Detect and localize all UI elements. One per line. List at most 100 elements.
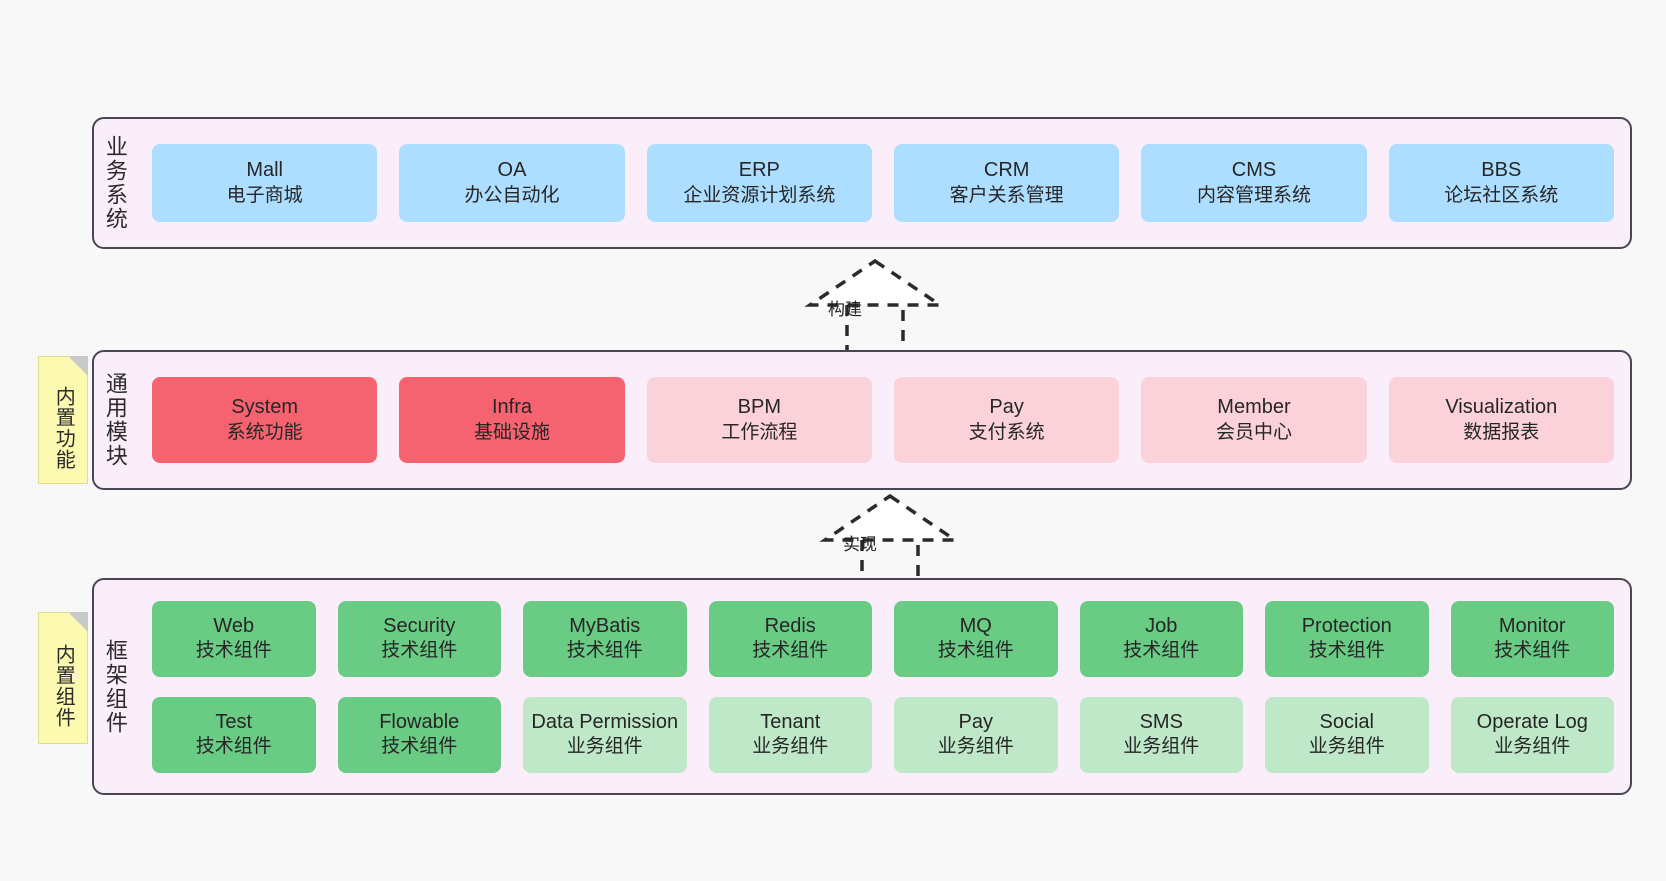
- card-subtitle: 电子商城: [226, 184, 303, 206]
- connector-implement: 实现: [810, 490, 970, 595]
- card-title: Protection: [1301, 614, 1392, 637]
- card-subtitle: 技术组件: [752, 640, 829, 662]
- card-title: Visualization: [1445, 396, 1558, 419]
- card-title: Security: [383, 614, 456, 637]
- card-subtitle: 技术组件: [381, 640, 458, 662]
- card-subtitle: 技术组件: [195, 736, 272, 758]
- card-flowable[interactable]: Flowable 技术组件: [337, 696, 501, 773]
- card-title: CMS: [1231, 159, 1277, 182]
- section-common-modules: 通用模块 System 系统功能 Infra 基础设施 BPM 工作流程 Pay…: [92, 350, 1632, 490]
- card-visualization[interactable]: Visualization 数据报表: [1388, 377, 1614, 463]
- card-operate-log[interactable]: Operate Log 业务组件: [1450, 696, 1614, 773]
- card-subtitle: 业务组件: [566, 736, 643, 758]
- card-title: ERP: [738, 159, 780, 182]
- card-erp[interactable]: ERP 企业资源计划系统: [646, 144, 872, 222]
- section-label-framework-components: 框架组件: [102, 638, 128, 735]
- note-builtin-components: 内置组件: [38, 612, 88, 744]
- card-mall[interactable]: Mall 电子商城: [152, 144, 378, 222]
- card-social[interactable]: Social 业务组件: [1265, 696, 1429, 773]
- card-subtitle: 技术组件: [195, 640, 272, 662]
- card-crm[interactable]: CRM 客户关系管理: [893, 144, 1120, 222]
- section-label-common-modules: 通用模块: [102, 372, 128, 468]
- card-subtitle: 办公自动化: [464, 184, 560, 206]
- card-title: Pay: [989, 396, 1024, 419]
- card-title: Flowable: [379, 710, 460, 733]
- card-subtitle: 业务组件: [752, 736, 829, 758]
- card-subtitle: 业务组件: [937, 736, 1014, 758]
- card-job[interactable]: Job 技术组件: [1079, 600, 1243, 677]
- card-title: Monitor: [1498, 614, 1566, 637]
- connector-build-label: 构建: [828, 300, 862, 319]
- card-subtitle: 支付系统: [968, 421, 1045, 443]
- section-body-business-systems: Mall 电子商城 OA 办公自动化 ERP 企业资源计划系统 CRM 客户关系…: [136, 119, 1630, 247]
- card-title: Job: [1145, 614, 1178, 637]
- card-subtitle: 论坛社区系统: [1444, 184, 1559, 206]
- section-framework-components: 框架组件 Web 技术组件 Security 技术组件 MyBatis 技术组件…: [92, 578, 1632, 795]
- card-web[interactable]: Web 技术组件: [152, 600, 316, 677]
- card-tenant[interactable]: Tenant 业务组件: [708, 696, 872, 773]
- card-subtitle: 会员中心: [1215, 421, 1292, 443]
- card-bpm[interactable]: BPM 工作流程: [646, 377, 872, 463]
- note-label: 内置功能: [52, 386, 75, 470]
- card-row-tech: Web 技术组件 Security 技术组件 MyBatis 技术组件 Redi…: [152, 600, 1614, 677]
- section-body-common-modules: System 系统功能 Infra 基础设施 BPM 工作流程 Pay 支付系统…: [136, 352, 1630, 488]
- card-mq[interactable]: MQ 技术组件: [894, 600, 1058, 677]
- card-subtitle: 技术组件: [566, 640, 643, 662]
- card-protection[interactable]: Protection 技术组件: [1265, 600, 1429, 677]
- section-business-systems: 业务系统 Mall 电子商城 OA 办公自动化 ERP 企业资源计划系统 CRM…: [92, 117, 1632, 249]
- card-sms[interactable]: SMS 业务组件: [1079, 696, 1243, 773]
- connector-build: 构建: [795, 255, 955, 360]
- card-subtitle: 工作流程: [721, 421, 798, 443]
- card-mybatis[interactable]: MyBatis 技术组件: [523, 600, 687, 677]
- card-title: CRM: [983, 159, 1030, 182]
- card-title: Pay: [958, 710, 993, 733]
- card-subtitle: 技术组件: [1308, 640, 1385, 662]
- section-label-business-systems: 业务系统: [102, 135, 128, 231]
- card-system[interactable]: System 系统功能: [152, 377, 378, 463]
- card-member[interactable]: Member 会员中心: [1141, 377, 1367, 463]
- card-subtitle: 数据报表: [1463, 421, 1540, 443]
- card-redis[interactable]: Redis 技术组件: [708, 600, 872, 677]
- card-title: Infra: [491, 396, 532, 419]
- card-title: Member: [1217, 396, 1291, 419]
- card-monitor[interactable]: Monitor 技术组件: [1450, 600, 1614, 677]
- card-pay[interactable]: Pay 支付系统: [893, 377, 1120, 463]
- connector-implement-arrow: [819, 493, 961, 592]
- card-title: MyBatis: [569, 614, 641, 637]
- card-title: OA: [497, 159, 527, 182]
- note-builtin-functions: 内置功能: [38, 356, 88, 484]
- card-subtitle: 技术组件: [937, 640, 1014, 662]
- card-row: Mall 电子商城 OA 办公自动化 ERP 企业资源计划系统 CRM 客户关系…: [152, 144, 1614, 222]
- card-test[interactable]: Test 技术组件: [152, 696, 316, 773]
- card-title: System: [231, 396, 298, 419]
- card-subtitle: 系统功能: [226, 421, 303, 443]
- card-title: BPM: [737, 396, 781, 419]
- card-title: Mall: [246, 159, 283, 182]
- card-subtitle: 业务组件: [1308, 736, 1385, 758]
- card-oa[interactable]: OA 办公自动化: [399, 144, 625, 222]
- section-body-framework-components: Web 技术组件 Security 技术组件 MyBatis 技术组件 Redi…: [136, 580, 1630, 793]
- card-title: Operate Log: [1476, 710, 1588, 733]
- card-infra[interactable]: Infra 基础设施: [399, 377, 625, 463]
- card-title: MQ: [959, 614, 992, 637]
- connector-build-arrow: [804, 258, 946, 357]
- card-data-permission[interactable]: Data Permission 业务组件: [523, 696, 687, 773]
- card-subtitle: 企业资源计划系统: [683, 184, 836, 206]
- card-title: Social: [1319, 710, 1374, 733]
- card-row: System 系统功能 Infra 基础设施 BPM 工作流程 Pay 支付系统…: [152, 377, 1614, 463]
- card-bbs[interactable]: BBS 论坛社区系统: [1388, 144, 1614, 222]
- card-subtitle: 业务组件: [1494, 736, 1571, 758]
- card-title: SMS: [1139, 710, 1183, 733]
- card-title: Redis: [764, 614, 816, 637]
- card-subtitle: 技术组件: [1123, 640, 1200, 662]
- card-subtitle: 基础设施: [473, 421, 550, 443]
- card-security[interactable]: Security 技术组件: [337, 600, 501, 677]
- card-subtitle: 业务组件: [1123, 736, 1200, 758]
- card-pay-component[interactable]: Pay 业务组件: [894, 696, 1058, 773]
- connector-implement-label: 实现: [843, 535, 877, 554]
- card-cms[interactable]: CMS 内容管理系统: [1141, 144, 1367, 222]
- card-title: Data Permission: [531, 710, 679, 733]
- card-title: BBS: [1481, 159, 1522, 182]
- card-subtitle: 内容管理系统: [1196, 184, 1311, 206]
- card-title: Test: [215, 710, 253, 733]
